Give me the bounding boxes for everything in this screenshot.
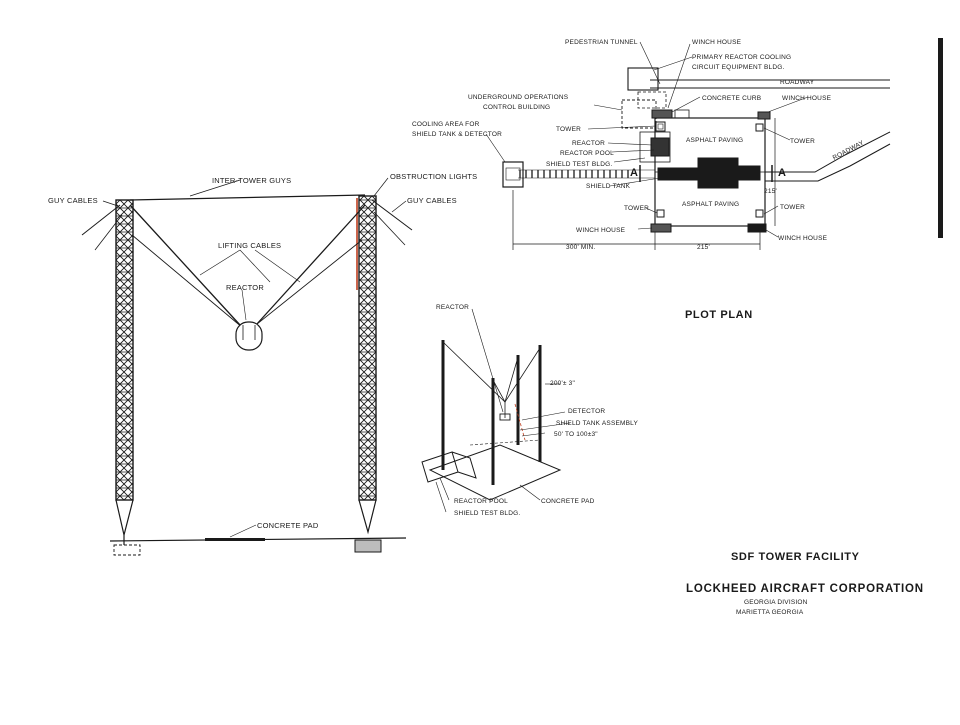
- primary-cooling-bldg: [627, 67, 659, 91]
- label-section-a-right: A: [778, 167, 787, 179]
- plan-tower-nw: [655, 121, 666, 132]
- label-obstruction-lights: OBSTRUCTION LIGHTS: [390, 172, 477, 181]
- plan-shield-tank-bldg: [697, 157, 739, 189]
- label-winch-house-bottom-left: WINCH HOUSE: [576, 227, 626, 234]
- label-inter-tower-guys: INTER-TOWER GUYS: [212, 176, 291, 185]
- label-asphalt-bottom: ASPHALT PAVING: [682, 201, 739, 208]
- plan-reactor-pool: [650, 137, 670, 157]
- elevation-view: [81, 177, 413, 556]
- right-tower: [358, 195, 377, 501]
- plan-tower-sw: [656, 209, 665, 218]
- label-reactor-elevation: REACTOR: [226, 283, 264, 292]
- label-plan-shield-test-bldg: SHIELD TEST BLDG.: [546, 161, 612, 168]
- title-block: SDF TOWER FACILITY LOCKHEED AIRCRAFT COR…: [686, 551, 924, 616]
- label-iso-height: 200'± 3": [550, 380, 575, 387]
- left-tower-footing: [113, 544, 141, 556]
- label-roadway-top: ROADWAY: [780, 79, 815, 86]
- plot-plan-title: PLOT PLAN: [685, 309, 753, 321]
- winch-house-sw: [650, 223, 672, 233]
- label-plan-reactor-pool: REACTOR POOL: [560, 150, 614, 157]
- winch-house-se: [747, 223, 767, 233]
- label-concrete-pad-elevation: CONCRETE PAD: [257, 521, 319, 530]
- label-dim-215-bottom: 215': [697, 244, 710, 251]
- lifting-cable-right-b: [251, 239, 363, 329]
- winch-house-ne: [757, 111, 771, 120]
- reactor-capsule: [235, 321, 263, 351]
- isometric-view: [421, 308, 571, 513]
- label-tower-right-top: TOWER: [790, 138, 815, 145]
- label-asphalt-top: ASPHALT PAVING: [686, 137, 743, 144]
- lifting-cable-left-a: [129, 204, 241, 326]
- iso-concrete-pad: [428, 444, 562, 501]
- label-iso-detector: DETECTOR: [568, 408, 605, 415]
- label-winch-house-top: WINCH HOUSE: [692, 39, 742, 46]
- label-tower-left-bottom: TOWER: [624, 205, 649, 212]
- label-dim-215-side: 215': [764, 188, 777, 195]
- label-winch-house-bottom-right: WINCH HOUSE: [778, 235, 828, 242]
- right-tower-footing: [354, 539, 382, 553]
- label-winch-house-right: WINCH HOUSE: [782, 95, 832, 102]
- label-roadway-right: ROADWAY: [832, 139, 866, 161]
- label-concrete-curb: CONCRETE CURB: [702, 95, 761, 102]
- label-dim-300-min: 300' MIN.: [566, 244, 595, 251]
- label-cooling-area-2: SHIELD TANK & DETECTOR: [412, 131, 502, 138]
- label-underground-ops-1: UNDERGROUND OPERATIONS: [468, 94, 569, 101]
- plot-plan-view: [485, 41, 891, 250]
- title-location: MARIETTA GEORGIA: [736, 609, 804, 616]
- label-tower-right-bottom: TOWER: [780, 204, 805, 211]
- lifting-cable-right-a: [255, 204, 366, 326]
- iso-shield-test-bldg: [421, 451, 459, 483]
- label-iso-range: 50' TO 100±3": [554, 431, 598, 438]
- label-primary-cooling-2: CIRCUIT EQUIPMENT BLDG.: [692, 64, 784, 71]
- label-iso-shield-tank-assembly: SHIELD TANK ASSEMBLY: [556, 420, 638, 427]
- sheet-edge-bar: [938, 38, 943, 238]
- label-plan-shield-tank: SHIELD TANK: [586, 183, 631, 190]
- title-company: LOCKHEED AIRCRAFT CORPORATION: [686, 583, 924, 595]
- cooling-area-box: [502, 161, 524, 188]
- label-guy-cables-right: GUY CABLES: [407, 196, 457, 205]
- left-tower: [115, 199, 134, 501]
- label-pedestrian-tunnel: PEDESTRIAN TUNNEL: [565, 39, 638, 46]
- label-iso-reactor-pool: REACTOR POOL: [454, 498, 508, 505]
- label-iso-concrete-pad: CONCRETE PAD: [541, 498, 595, 505]
- winch-house-nw: [651, 109, 673, 119]
- label-cooling-area-1: COOLING AREA FOR: [412, 121, 480, 128]
- title-division: GEORGIA DIVISION: [744, 599, 808, 606]
- plan-tower-ne: [755, 123, 764, 132]
- lifting-cable-left-b: [131, 234, 244, 329]
- label-guy-cables-left: GUY CABLES: [48, 196, 98, 205]
- title-facility: SDF TOWER FACILITY: [731, 551, 860, 563]
- label-lifting-cables: LIFTING CABLES: [218, 241, 281, 250]
- left-tower-base-taper: [115, 499, 134, 536]
- underground-control-bldg: [621, 99, 657, 129]
- inter-tower-guy: [129, 194, 366, 201]
- shield-tank-track-dark: [657, 167, 699, 181]
- label-iso-shield-test-bldg: SHIELD TEST BLDG.: [454, 510, 520, 517]
- label-iso-reactor: REACTOR: [436, 304, 469, 311]
- label-section-a-left: A: [630, 167, 639, 179]
- iso-reactor: [499, 413, 511, 421]
- label-plan-reactor: REACTOR: [572, 140, 605, 147]
- label-underground-ops-2: CONTROL BUILDING: [483, 104, 550, 111]
- label-tower-left-top: TOWER: [556, 126, 581, 133]
- plan-tower-se: [755, 209, 764, 218]
- label-primary-cooling-1: PRIMARY REACTOR COOLING: [692, 54, 791, 61]
